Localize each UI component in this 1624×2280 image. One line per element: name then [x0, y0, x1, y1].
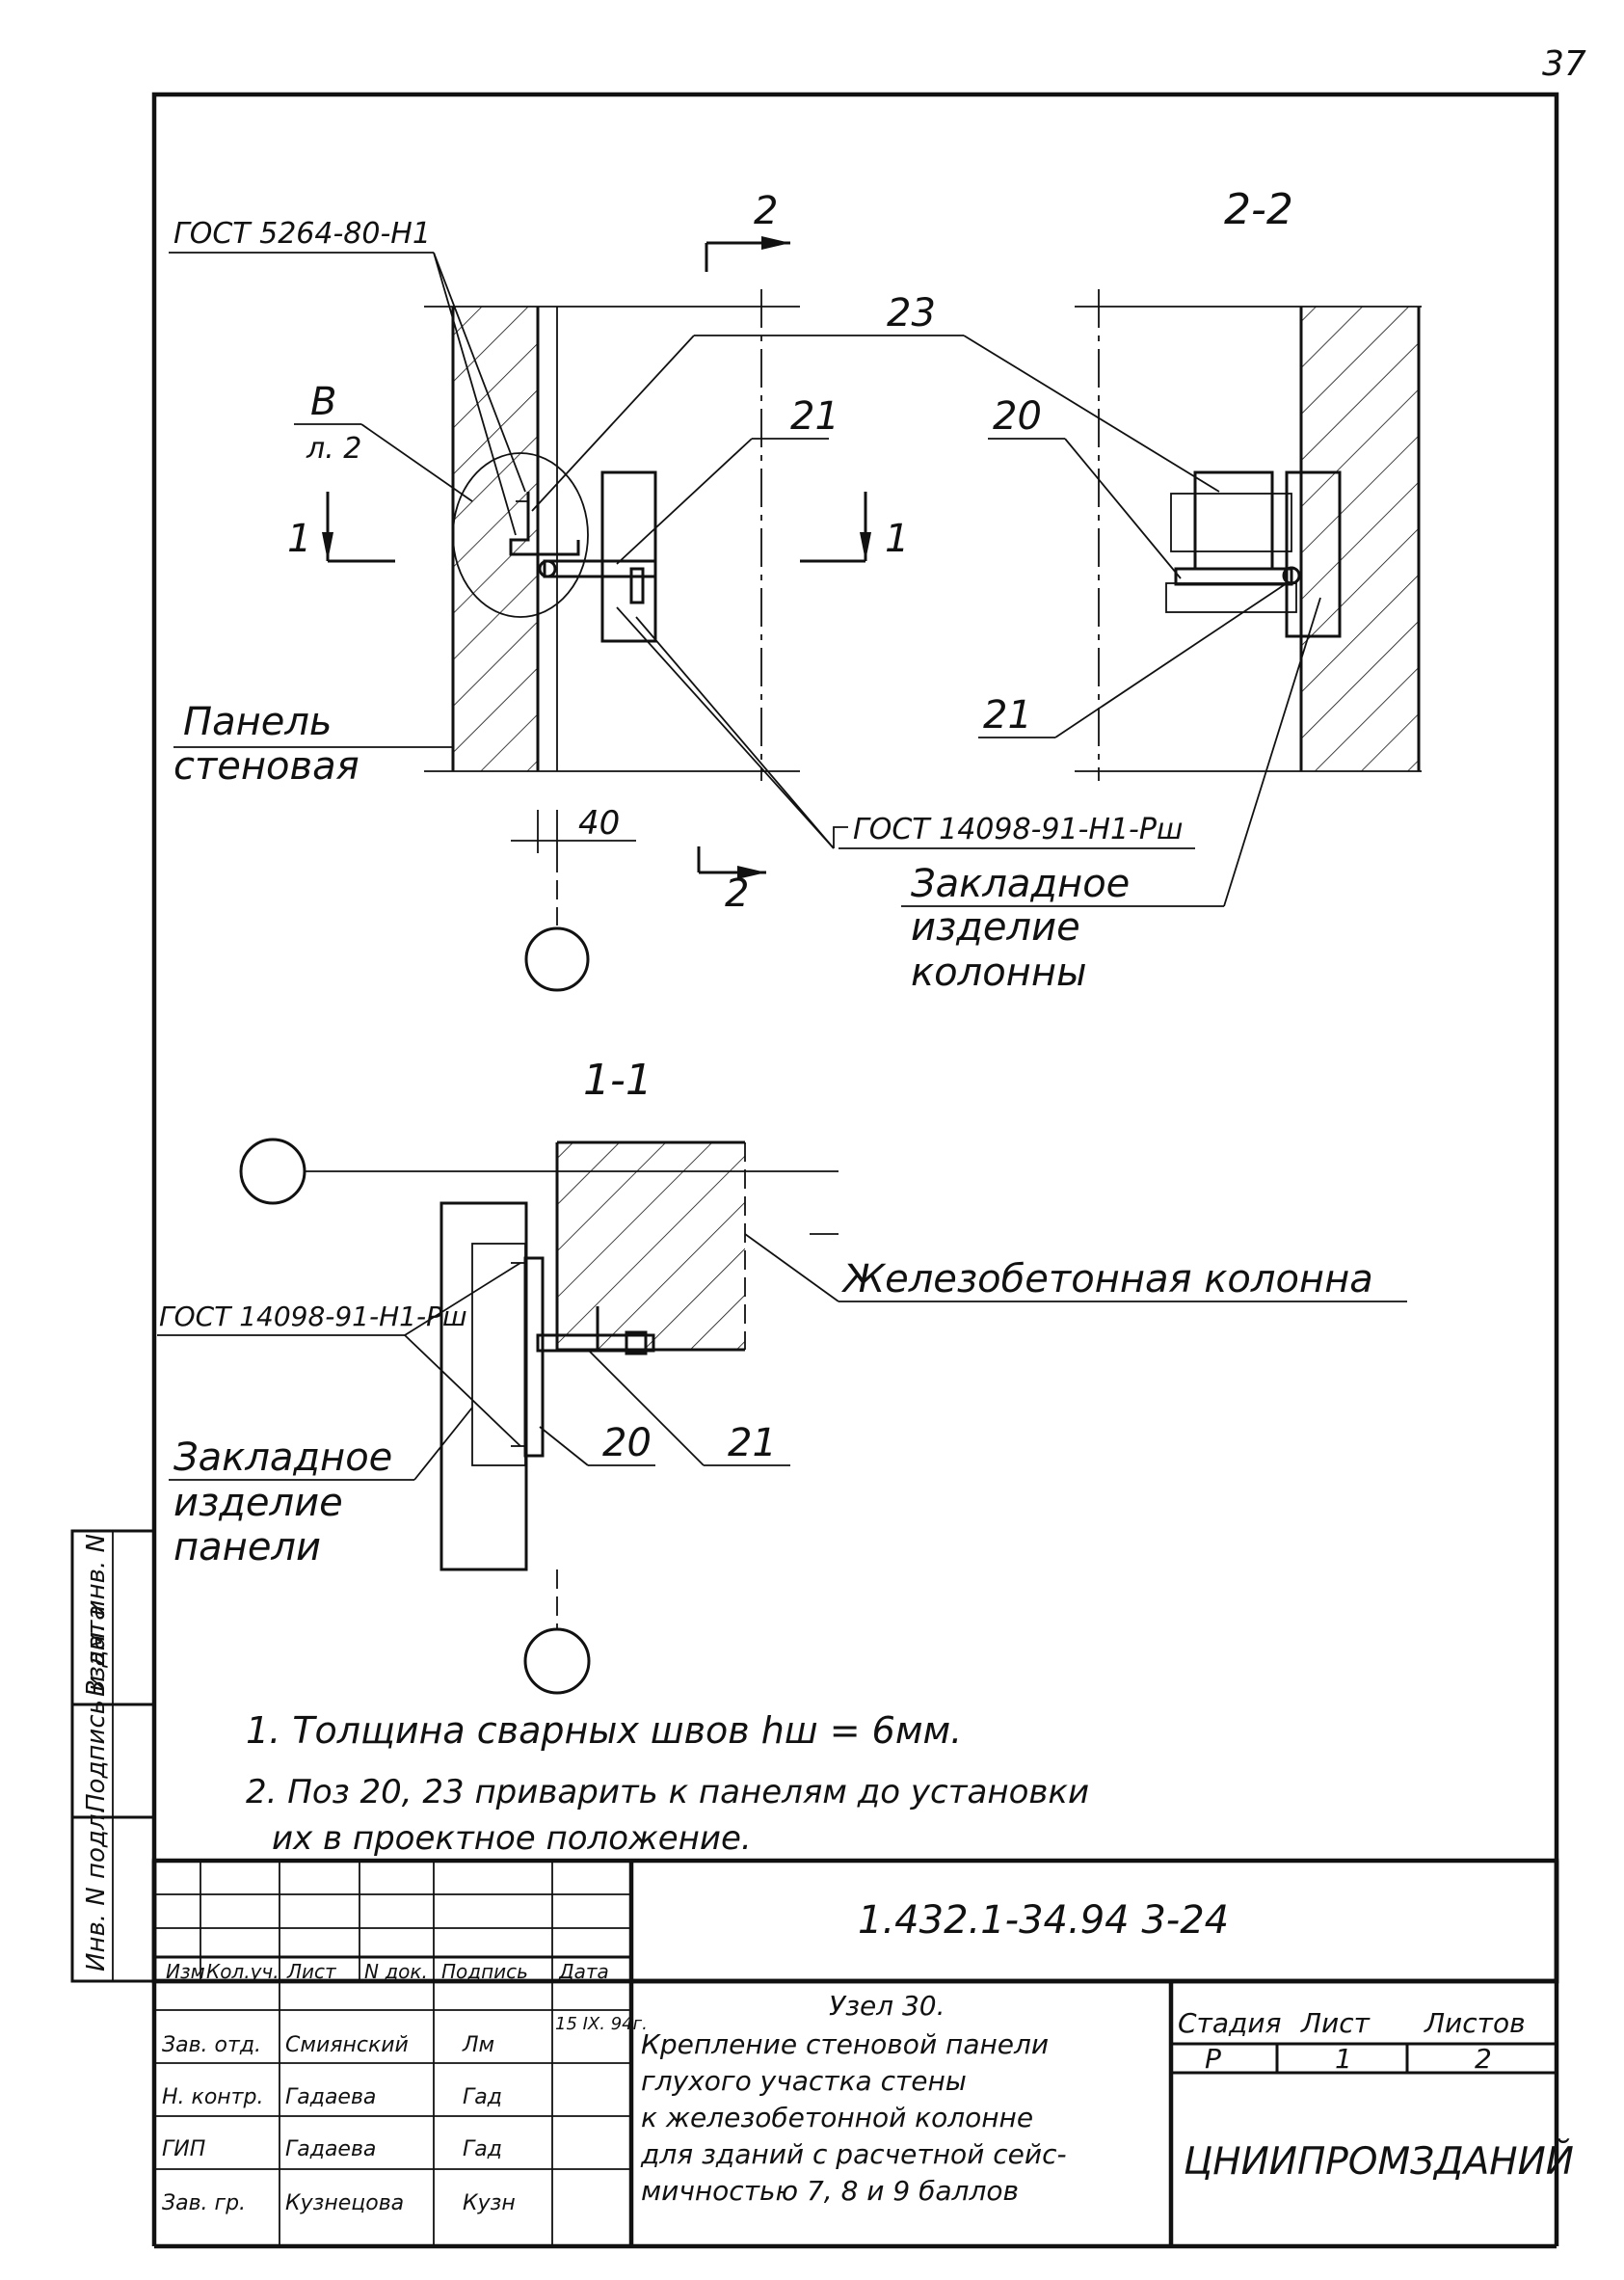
tb-sign-1: Гад: [463, 2085, 502, 2109]
tb-title-0: Узел 30.: [829, 1990, 945, 2022]
side-stamp: Инв. N подл. Подпись и дата Взам. инв. N: [70, 1529, 156, 1983]
stamp-replace-inv: Взам. инв. N: [82, 1534, 111, 1697]
tb-sheet: 1: [1335, 2043, 1352, 2075]
note-3: их в проектное положение.: [272, 1819, 752, 1858]
tb-title-3: к железобетонной колонне: [641, 2102, 1033, 2133]
pos-20-label-right: 20: [993, 394, 1042, 439]
tb-sheets: 2: [1475, 2043, 1492, 2075]
tb-title-4: для зданий с расчетной сейс-: [640, 2138, 1067, 2170]
tb-org: ЦНИИПРОМЗДАНИЙ: [1184, 2138, 1574, 2184]
tb-sign-2: Гад: [463, 2137, 502, 2161]
tb-role-3: Зав. гр.: [162, 2191, 246, 2215]
dim-40-label: 40: [578, 804, 620, 843]
ref-b-label: В: [310, 380, 336, 424]
pos-21-label-section: 21: [728, 1421, 777, 1465]
tb-title-1: Крепление стеновой панели: [641, 2028, 1049, 2060]
section-2-2-title: 2-2: [1224, 185, 1293, 234]
tb-role-2: ГИП: [162, 2137, 205, 2161]
tb-sheets-header: Листов: [1424, 2007, 1526, 2039]
cut-1-label-left: 1: [287, 517, 311, 561]
tb-h-izm: Изм: [166, 1960, 205, 1983]
ref-sheet-label: л. 2: [306, 432, 361, 466]
tb-sheet-header: Лист: [1300, 2007, 1371, 2039]
note-2: 2. Поз 20, 23 приварить к панелям до уст…: [246, 1773, 1089, 1811]
wall-panel-label-2: стеновая: [173, 744, 359, 789]
tb-h-ndok: N док.: [364, 1960, 428, 1983]
axis-bubble-bottom: [523, 1627, 591, 1695]
tb-name-1: Гадаева: [285, 2085, 376, 2109]
tb-role-1: Н. контр.: [162, 2085, 263, 2109]
tb-name-0: Смиянский: [285, 2033, 409, 2057]
cut-2-label-bottom: 2: [725, 872, 749, 916]
tb-stage: Р: [1205, 2043, 1221, 2075]
tb-title-5: мичностью 7, 8 и 9 баллов: [641, 2175, 1019, 2207]
tb-name-3: Кузнецова: [285, 2191, 404, 2215]
tb-title-2: глухого участка стены: [641, 2065, 967, 2097]
wall-panel-label-1: Панель: [183, 700, 333, 744]
gost-14098-label-b: ГОСТ 14098-91-Н1-Рш: [159, 1301, 467, 1332]
pos-21-label-left: 21: [790, 394, 839, 439]
tb-sign-0: Лм: [462, 2033, 494, 2057]
rc-column-hatch: [557, 1142, 745, 1350]
tb-h-data: Дата: [558, 1960, 609, 1983]
tb-h-kolich: Кол.уч.: [206, 1960, 280, 1983]
col-embed-label-3: колонны: [911, 951, 1087, 995]
gost-14098-label-a: ГОСТ 14098-91-Н1-Рш: [853, 813, 1183, 846]
note-1: 1. Толщина сварных швов hш = 6мм.: [246, 1709, 962, 1752]
tb-name-2: Гадаева: [285, 2137, 376, 2161]
cut-1-label-right: 1: [885, 517, 909, 561]
tb-h-list: Лист: [286, 1960, 337, 1983]
section-panel: [439, 1201, 528, 1571]
pan-embed-label-3: панели: [173, 1525, 321, 1569]
section-1-1: 1-1 ГОСТ 14098-91-Н1-Рш Железобетонная к…: [157, 1056, 1407, 1695]
section-2-2: 2-2 20 21 Закладное изделие колонны: [901, 185, 1422, 995]
col-embed-label-1: Закладное: [911, 862, 1130, 906]
title-block: Изм Кол.уч. Лист N док. Подпись Дата Зав…: [151, 1858, 1574, 2249]
pos-20-label-section: 20: [602, 1421, 652, 1465]
tb-h-podpis: Подпись: [441, 1960, 528, 1983]
section-1-1-title: 1-1: [583, 1056, 652, 1105]
axis-bubble-left: [239, 1138, 306, 1205]
pos-21-label-right: 21: [983, 693, 1032, 738]
pos-23-block: [1193, 470, 1274, 571]
pan-embed-label-1: Закладное: [173, 1435, 392, 1480]
stamp-inv-no: Инв. N подл.: [82, 1806, 111, 1972]
pos-23-label: 23: [887, 291, 936, 335]
rc-column-label: Железобетонная колонна: [840, 1257, 1373, 1301]
pan-embed-label-2: изделие: [173, 1481, 343, 1525]
notes: 1. Толщина сварных швов hш = 6мм. 2. Поз…: [246, 1709, 1089, 1858]
axis-bubble-top: [524, 926, 590, 992]
tb-role-0: Зав. отд.: [162, 2033, 261, 2057]
tb-sign-3: Кузн: [463, 2191, 516, 2215]
tb-date-0: 15 IX. 94г.: [555, 2014, 648, 2034]
cut-2-label-top: 2: [754, 189, 778, 233]
gost-5264-label: ГОСТ 5264-80-Н1: [173, 217, 431, 251]
plan-detail: 2 ГОСТ 5264-80-Н1 В л. 2: [169, 189, 1220, 992]
tb-stage-header: Стадия: [1178, 2007, 1281, 2039]
page-number: 37: [1542, 44, 1586, 84]
section-panel-hatch: [1301, 307, 1419, 771]
stamp-sign-date: Подпись и дата: [82, 1605, 111, 1812]
col-embed-label-2: изделие: [911, 905, 1080, 950]
tb-doc-code: 1.432.1-34.94 3-24: [858, 1898, 1229, 1943]
